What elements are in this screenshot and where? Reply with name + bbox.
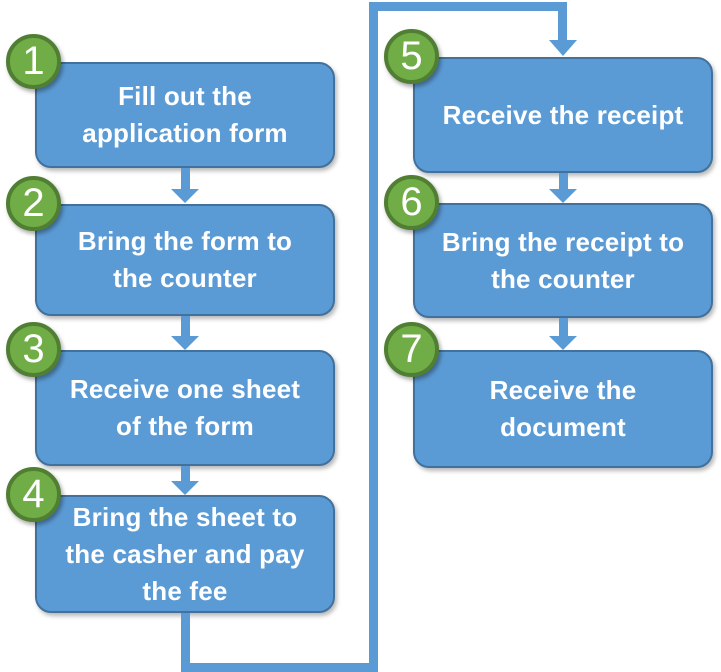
step-7-number-badge: 7 [384, 322, 439, 377]
step-4-label: Bring the sheet to the casher and pay th… [65, 501, 305, 606]
step-5: Receive the receipt 5 [384, 29, 713, 173]
step-1: Fill out the application form 1 [6, 34, 335, 168]
step-4-box: Bring the sheet to the casher and pay th… [35, 495, 335, 613]
flow-arrow-6-to-7-icon [549, 318, 577, 350]
step-6-number: 6 [400, 179, 423, 224]
step-6-box: Bring the receipt to the counter [413, 203, 713, 318]
flow-arrow-2-to-3-icon [171, 316, 199, 350]
step-2-label: Bring the form to the counter [77, 226, 293, 293]
arrow-shaft [180, 168, 190, 189]
flow-arrow-1-to-2-icon [171, 168, 199, 203]
step-1-number: 1 [22, 38, 45, 83]
step-7-number: 7 [400, 326, 423, 371]
step-6: Bring the receipt to the counter 6 [384, 175, 713, 318]
arrow-head [549, 189, 577, 203]
flow-arrow-5-to-6-icon [549, 173, 577, 203]
step-5-label: Receive the receipt [442, 99, 684, 130]
step-3-box: Receive one sheet of the form [35, 350, 335, 466]
step-3: Receive one sheet of the form 3 [6, 322, 335, 466]
flow-arrow-3-to-4-icon [171, 466, 199, 495]
arrow-shaft [180, 316, 190, 336]
arrow-shaft [558, 173, 568, 189]
step-2-number: 2 [22, 180, 45, 225]
arrow-shaft [180, 466, 190, 481]
step-3-number-badge: 3 [6, 322, 61, 377]
arrow-head [171, 189, 199, 203]
step-6-number-badge: 6 [384, 175, 439, 230]
step-4: Bring the sheet to the casher and pay th… [6, 467, 335, 613]
connector-segment-vertical-middle [369, 2, 378, 672]
step-1-box: Fill out the application form [35, 62, 335, 168]
arrow-shaft [558, 318, 568, 336]
step-7-label: Receive the document [489, 375, 637, 442]
arrow-head [171, 336, 199, 350]
step-2: Bring the form to the counter 2 [6, 176, 335, 316]
step-5-box: Receive the receipt [413, 57, 713, 173]
step-2-number-badge: 2 [6, 176, 61, 231]
step-4-number: 4 [22, 471, 45, 516]
connector-segment-bottom [181, 663, 378, 672]
step-7: Receive the document 7 [384, 322, 713, 468]
connector-arrowhead-icon [549, 40, 577, 56]
step-3-label: Receive one sheet of the form [69, 374, 301, 441]
step-7-box: Receive the document [413, 350, 713, 468]
connector-segment-drop-to-step5 [558, 2, 567, 41]
arrow-head [171, 481, 199, 495]
connector-segment-down-from-step4 [181, 613, 190, 672]
step-6-label: Bring the receipt to the counter [441, 226, 685, 294]
arrow-head [549, 336, 577, 350]
step-2-box: Bring the form to the counter [35, 204, 335, 316]
step-5-number-badge: 5 [384, 29, 439, 84]
connector-segment-top [369, 2, 567, 11]
step-1-number-badge: 1 [6, 34, 61, 89]
step-4-number-badge: 4 [6, 467, 61, 522]
step-5-number: 5 [400, 33, 423, 78]
step-1-label: Fill out the application form [82, 81, 288, 148]
step-3-number: 3 [22, 326, 45, 371]
